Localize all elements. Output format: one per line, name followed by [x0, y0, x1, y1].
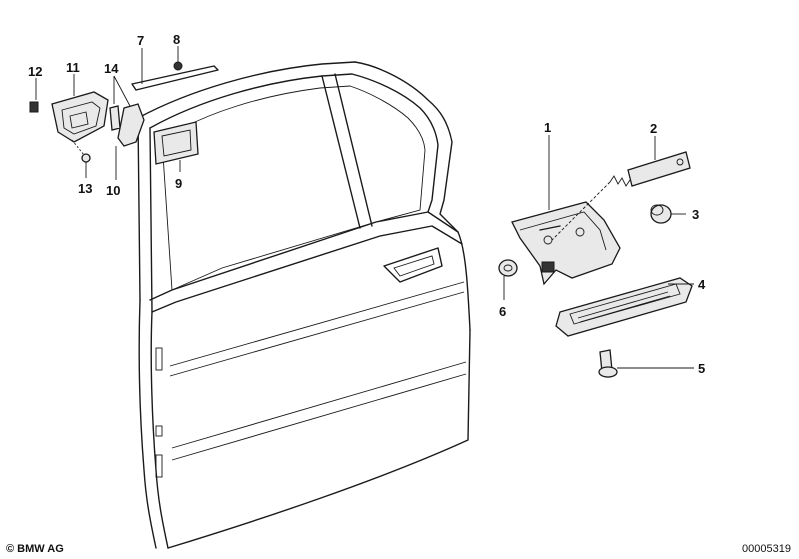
part-13-screw — [71, 139, 91, 163]
callout-12: 12 — [28, 64, 42, 79]
callout-3: 3 — [692, 207, 699, 222]
part-12-clip — [29, 101, 39, 113]
part-3-cap — [650, 204, 672, 224]
callout-4: 4 — [698, 277, 706, 292]
part-9-inner-handle-trim — [153, 121, 199, 165]
part-8-nut — [173, 61, 183, 71]
callout-7: 7 — [137, 33, 144, 48]
part-1-handle-carrier — [511, 201, 621, 286]
part-2-lock-cylinder — [551, 151, 691, 241]
document-number: 00005319 — [742, 543, 791, 555]
part-4-outer-handle — [555, 277, 693, 337]
part-6-grommet — [498, 259, 518, 277]
callout-2: 2 — [650, 121, 657, 136]
rear-door — [137, 61, 471, 549]
part-14-guide-pieces — [109, 103, 145, 147]
part-5-bolt — [598, 349, 618, 378]
callout-10: 10 — [106, 183, 120, 198]
callout-8: 8 — [173, 32, 180, 47]
copyright-notice: © BMW AG — [6, 543, 64, 555]
callout-5: 5 — [698, 361, 705, 376]
callout-labels: 1 2 3 4 5 6 7 8 9 10 11 12 13 14 — [28, 32, 706, 376]
callout-13: 13 — [78, 181, 92, 196]
callout-6: 6 — [499, 304, 506, 319]
callout-14: 14 — [104, 61, 119, 76]
callout-11: 11 — [66, 60, 80, 75]
part-7-operating-rod — [131, 65, 219, 91]
part-11-lock-mechanism — [51, 91, 109, 143]
leader-lines — [35, 46, 694, 369]
callout-9: 9 — [175, 176, 182, 191]
callout-1: 1 — [544, 120, 551, 135]
